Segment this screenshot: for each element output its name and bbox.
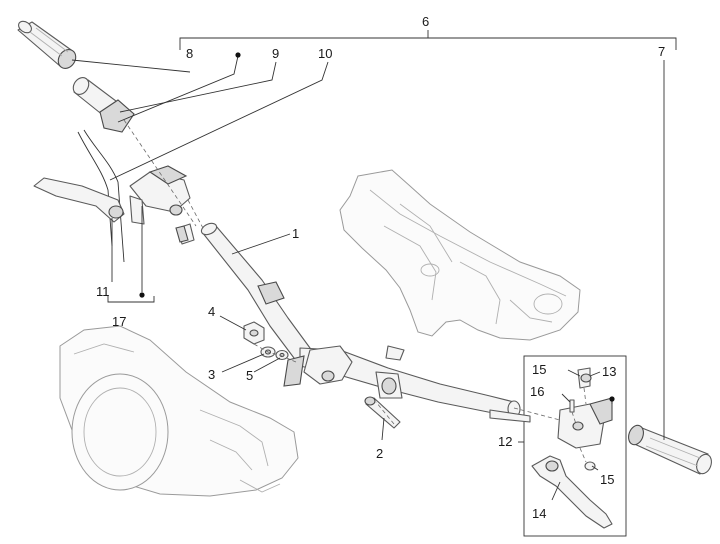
callout-13: 13 (602, 364, 616, 379)
assembly-lines (123, 119, 587, 463)
right-brake-assembly (523, 355, 627, 537)
callout-labels: 1 2 3 4 5 6 7 8 9 10 11 12 13 14 15 15 1… (96, 14, 665, 521)
callout-4: 4 (208, 304, 215, 319)
callout-7: 7 (658, 44, 665, 59)
callout-14: 14 (532, 506, 546, 521)
washer-5b (275, 349, 289, 361)
callout-12: 12 (498, 434, 512, 449)
callout-11: 11 (96, 284, 110, 299)
callout-5: 5 (246, 368, 253, 383)
throttle-cables (77, 129, 125, 263)
assembly-frame (523, 355, 627, 537)
reference-dot-right (609, 396, 615, 402)
callout-16: 16 (530, 384, 544, 399)
nut-4 (243, 321, 265, 345)
callout-15-top: 15 (532, 362, 546, 377)
reference-dot-top (235, 52, 241, 58)
callout-8: 8 (186, 46, 193, 61)
callout-1: 1 (292, 226, 299, 241)
handlebar-tube (200, 222, 521, 418)
left-grip (17, 20, 77, 69)
callout-2: 2 (376, 446, 383, 461)
right-grip (628, 424, 712, 475)
callout-10: 10 (318, 46, 332, 61)
reference-dot-left (139, 292, 145, 298)
callout-17: 17 (112, 314, 126, 329)
front-handlebar-cover (59, 325, 299, 497)
callout-9: 9 (272, 46, 279, 61)
callout-15-bottom: 15 (600, 472, 614, 487)
left-brake-lever (33, 177, 125, 223)
headlight-icon (71, 373, 169, 491)
rear-handlebar-cover (339, 169, 581, 341)
leader-lines (71, 30, 677, 501)
left-master-cylinder (129, 165, 195, 245)
mirror-screw (175, 225, 189, 243)
right-brake-cable (489, 409, 531, 423)
callout-3: 3 (208, 367, 215, 382)
bolt-2 (364, 396, 401, 429)
throttle-grip (72, 77, 135, 133)
callout-6: 6 (422, 14, 429, 29)
